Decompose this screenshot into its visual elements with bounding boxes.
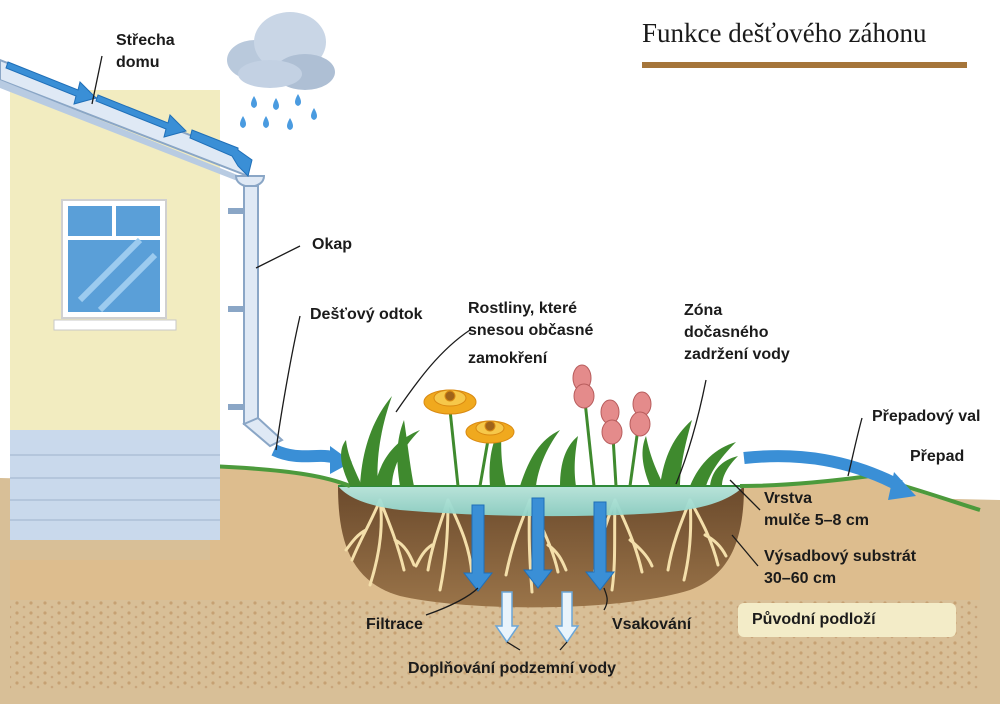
label-filtration: Filtrace <box>366 616 423 633</box>
recharge-arrows <box>494 591 580 644</box>
downspout-pipe <box>228 175 284 448</box>
label-downspout: Dešťový odtok <box>310 306 423 323</box>
diagram-title: Funkce dešťového záhonu <box>642 18 927 48</box>
yellow-flowers <box>423 389 515 444</box>
label-overflow: Přepad <box>910 448 965 465</box>
raindrop-icon <box>240 94 317 130</box>
label-native-soil: Původní podloží <box>752 611 876 628</box>
flow-arrow-icon <box>5 61 253 177</box>
window <box>53 199 177 331</box>
label-groundwater-recharge: Doplňování podzemní vody <box>408 660 617 677</box>
pink-flowers <box>572 364 652 445</box>
overflow-arrow <box>743 450 903 492</box>
label-gutter: Okap <box>312 236 353 253</box>
rain-cloud-icon <box>227 12 335 90</box>
title-rule <box>642 62 967 68</box>
foundation <box>10 430 220 540</box>
label-overflow-berm: Přepadový val <box>872 408 981 425</box>
leader-lines <box>91 55 863 651</box>
native-soil-badge: Původní podloží <box>738 603 956 637</box>
outflow-arrow <box>271 444 338 464</box>
infiltration-arrows <box>462 497 616 592</box>
label-infiltration: Vsakování <box>612 616 692 633</box>
plants <box>341 396 738 486</box>
